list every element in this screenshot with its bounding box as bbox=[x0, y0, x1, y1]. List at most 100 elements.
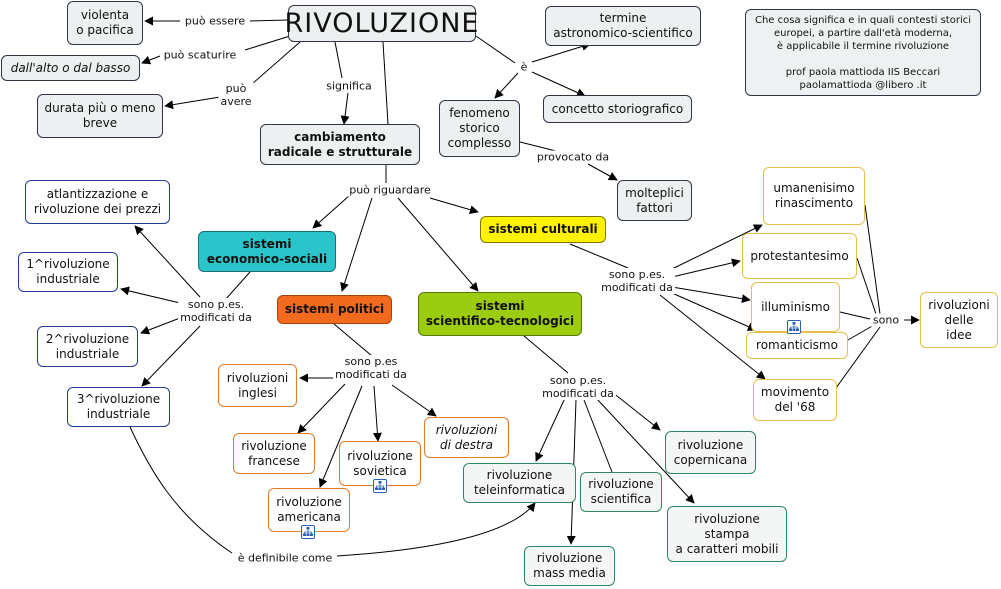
edge-arrow bbox=[141, 325, 201, 387]
node-riv-stampa[interactable]: rivoluzione stampa a caratteri mobili bbox=[667, 506, 787, 562]
edge-line bbox=[333, 323, 373, 357]
edge-arrow bbox=[391, 384, 437, 417]
edge-line bbox=[244, 35, 291, 51]
edge-line bbox=[864, 204, 881, 315]
node-label: sistemi politici bbox=[284, 302, 385, 316]
edge-arrow bbox=[140, 317, 181, 335]
concept-map-icon[interactable] bbox=[301, 525, 315, 539]
edge-arrow bbox=[587, 163, 618, 181]
node-riv-sovietica[interactable]: rivoluzione sovietica bbox=[339, 441, 421, 486]
edge-arrow bbox=[531, 42, 591, 63]
edge-arrow bbox=[535, 397, 566, 462]
edge-arrow bbox=[671, 292, 757, 331]
node-atlantizzazione[interactable]: atlantizzazione e rivoluzione dei prezzi bbox=[25, 180, 170, 224]
link-label-puo-avere: può avere bbox=[218, 82, 254, 108]
node-label: violenta o pacifica bbox=[76, 8, 134, 37]
edge-curve bbox=[129, 426, 233, 554]
node-label: rivoluzione scientifica bbox=[588, 477, 654, 506]
node-riv-scientifica[interactable]: rivoluzione scientifica bbox=[580, 472, 662, 512]
node-label: rivoluzioni inglesi bbox=[226, 370, 289, 400]
node-label: rivoluzioni di destra bbox=[435, 422, 498, 452]
node-cambiamento[interactable]: cambiamento radicale e strutturale bbox=[260, 124, 420, 165]
node-label: rivoluzioni delle idee bbox=[928, 297, 990, 342]
edge-arrow bbox=[671, 286, 751, 304]
node-durata[interactable]: durata più o meno breve bbox=[37, 94, 163, 138]
edge-line bbox=[251, 41, 301, 85]
concept-map-icon[interactable] bbox=[787, 320, 801, 334]
node-label: molteplici fattori bbox=[625, 185, 684, 215]
edge-line bbox=[475, 35, 516, 64]
edge-line bbox=[523, 335, 569, 374]
edge-line bbox=[835, 326, 881, 389]
node-riv-massmedia[interactable]: rivoluzione mass media bbox=[524, 546, 615, 586]
edge-arrow bbox=[297, 383, 346, 434]
node-label: sistemi economico-sociali bbox=[206, 236, 328, 266]
link-label-sono-pes-sci: sono p.es. modificati da bbox=[540, 374, 616, 400]
node-umanesimo[interactable]: umanenisimo rinascimento bbox=[763, 167, 865, 225]
edge-line bbox=[334, 41, 343, 79]
edge-arrow bbox=[134, 225, 201, 298]
node-fenomeno[interactable]: fenomeno storico complesso bbox=[439, 100, 520, 157]
edge-arrow bbox=[659, 294, 766, 380]
node-riv-francese[interactable]: rivoluzione francese bbox=[233, 433, 315, 474]
node-protestantesimo[interactable]: protestantesimo bbox=[742, 233, 857, 279]
node-dallalto[interactable]: dall'alto o dal basso bbox=[1, 55, 140, 81]
node-sistemi-politici[interactable]: sistemi politici bbox=[277, 295, 392, 324]
node-label: rivoluzione mass media bbox=[533, 551, 606, 580]
node-rivoluzione[interactable]: RIVOLUZIONE bbox=[285, 5, 478, 42]
edge-line bbox=[856, 257, 877, 315]
link-label-provocato-da: provocato da bbox=[534, 150, 612, 164]
node-sistemi-scientifico[interactable]: sistemi scientifico-tecnologici bbox=[418, 292, 582, 336]
edge-arrow bbox=[531, 71, 586, 97]
edge-arrow bbox=[141, 55, 161, 65]
node-label: rivoluzione americana bbox=[276, 495, 342, 524]
node-rivind3[interactable]: 3^rivoluzione industriale bbox=[67, 387, 170, 427]
node-riv-teleinformatica[interactable]: rivoluzione teleinformatica bbox=[463, 463, 576, 503]
node-label: rivoluzione teleinformatica bbox=[473, 468, 566, 497]
node-molteplici[interactable]: molteplici fattori bbox=[617, 180, 692, 221]
link-label-sono-pes-eco: sono p.es. modificati da bbox=[178, 298, 254, 324]
node-movimento68[interactable]: movimento del '68 bbox=[753, 379, 837, 421]
note-text: Che cosa significa e in quali contesti s… bbox=[754, 14, 972, 91]
edge-arrow bbox=[340, 92, 350, 125]
link-label-sono-pes-cul: sono p.es. modificati da bbox=[599, 268, 675, 294]
edge-line bbox=[511, 139, 561, 153]
node-label: RIVOLUZIONE bbox=[284, 8, 480, 39]
node-label: rivoluzione sovietica bbox=[347, 448, 413, 478]
edge-line bbox=[569, 243, 629, 269]
edge-line bbox=[224, 271, 251, 301]
edge-arrow bbox=[164, 96, 221, 110]
node-sistemi-economico[interactable]: sistemi economico-sociali bbox=[198, 231, 336, 272]
node-termine[interactable]: termine astronomico-scientifico bbox=[545, 6, 701, 46]
link-label-e: è bbox=[518, 60, 530, 74]
node-label: atlantizzazione e rivoluzione dei prezzi bbox=[33, 187, 162, 216]
node-violenta[interactable]: violenta o pacifica bbox=[67, 1, 143, 45]
edge-curve bbox=[336, 502, 536, 557]
node-riv-inglesi[interactable]: rivoluzioni inglesi bbox=[218, 364, 297, 407]
node-sistemi-culturali[interactable]: sistemi culturali bbox=[480, 216, 606, 243]
concept-map-icon[interactable] bbox=[373, 479, 387, 493]
edge-arrow bbox=[671, 224, 763, 270]
edge-arrow bbox=[671, 258, 741, 278]
node-label: protestantesimo bbox=[750, 248, 849, 263]
node-rivind2[interactable]: 2^rivoluzione industriale bbox=[37, 326, 138, 367]
node-riv-americana[interactable]: rivoluzione americana bbox=[268, 488, 350, 532]
node-riv-idee[interactable]: rivoluzioni delle idee bbox=[920, 292, 998, 348]
node-label: movimento del '68 bbox=[760, 385, 830, 414]
node-riv-copernicana[interactable]: rivoluzione copernicana bbox=[665, 431, 756, 474]
link-label-puo-riguardare: può riguardare bbox=[347, 183, 433, 197]
node-rivind1[interactable]: 1^rivoluzione industriale bbox=[18, 252, 118, 292]
edge-line bbox=[249, 19, 289, 22]
link-label-definibile: è definibile come bbox=[235, 551, 335, 565]
node-romanticismo[interactable]: romanticismo bbox=[746, 332, 848, 359]
edge-arrow bbox=[372, 385, 382, 442]
node-label: umanenisimo rinascimento bbox=[773, 181, 855, 210]
edge-line bbox=[382, 41, 389, 125]
edge-arrow bbox=[318, 385, 363, 488]
edge-arrow bbox=[340, 197, 373, 292]
node-concetto[interactable]: concetto storiografico bbox=[543, 95, 692, 123]
node-riv-destra[interactable]: rivoluzioni di destra bbox=[424, 417, 509, 458]
edge-arrow bbox=[611, 391, 661, 431]
edge-arrow bbox=[120, 286, 181, 304]
